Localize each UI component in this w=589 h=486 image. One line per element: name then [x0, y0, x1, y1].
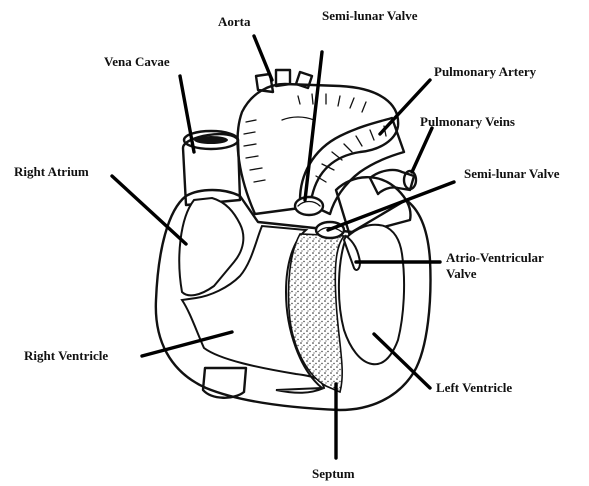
leader-pulmonary-veins — [412, 128, 432, 172]
leader-vena-cavae — [180, 76, 194, 152]
label-vena-cavae: Vena Cavae — [104, 54, 170, 69]
label-pulmonary-veins: Pulmonary Veins — [420, 114, 515, 129]
label-septum: Septum — [312, 466, 355, 481]
pulmonary-veins-vessel — [370, 170, 416, 194]
semilunar-valve-aortic — [295, 197, 323, 215]
label-av-valve-line2: Valve — [446, 266, 477, 281]
label-pulmonary-artery: Pulmonary Artery — [434, 64, 537, 79]
label-semilunar-top: Semi-lunar Valve — [322, 8, 418, 23]
label-semilunar-right: Semi-lunar Valve — [464, 166, 560, 181]
leader-semilunar-right — [328, 182, 454, 230]
leader-aorta — [254, 36, 272, 80]
label-aorta: Aorta — [218, 14, 251, 29]
label-right-atrium: Right Atrium — [14, 164, 89, 179]
label-right-ventricle: Right Ventricle — [24, 348, 108, 363]
label-left-ventricle: Left Ventricle — [436, 380, 512, 395]
label-av-valve-line1: Atrio-Ventricular — [446, 250, 544, 265]
